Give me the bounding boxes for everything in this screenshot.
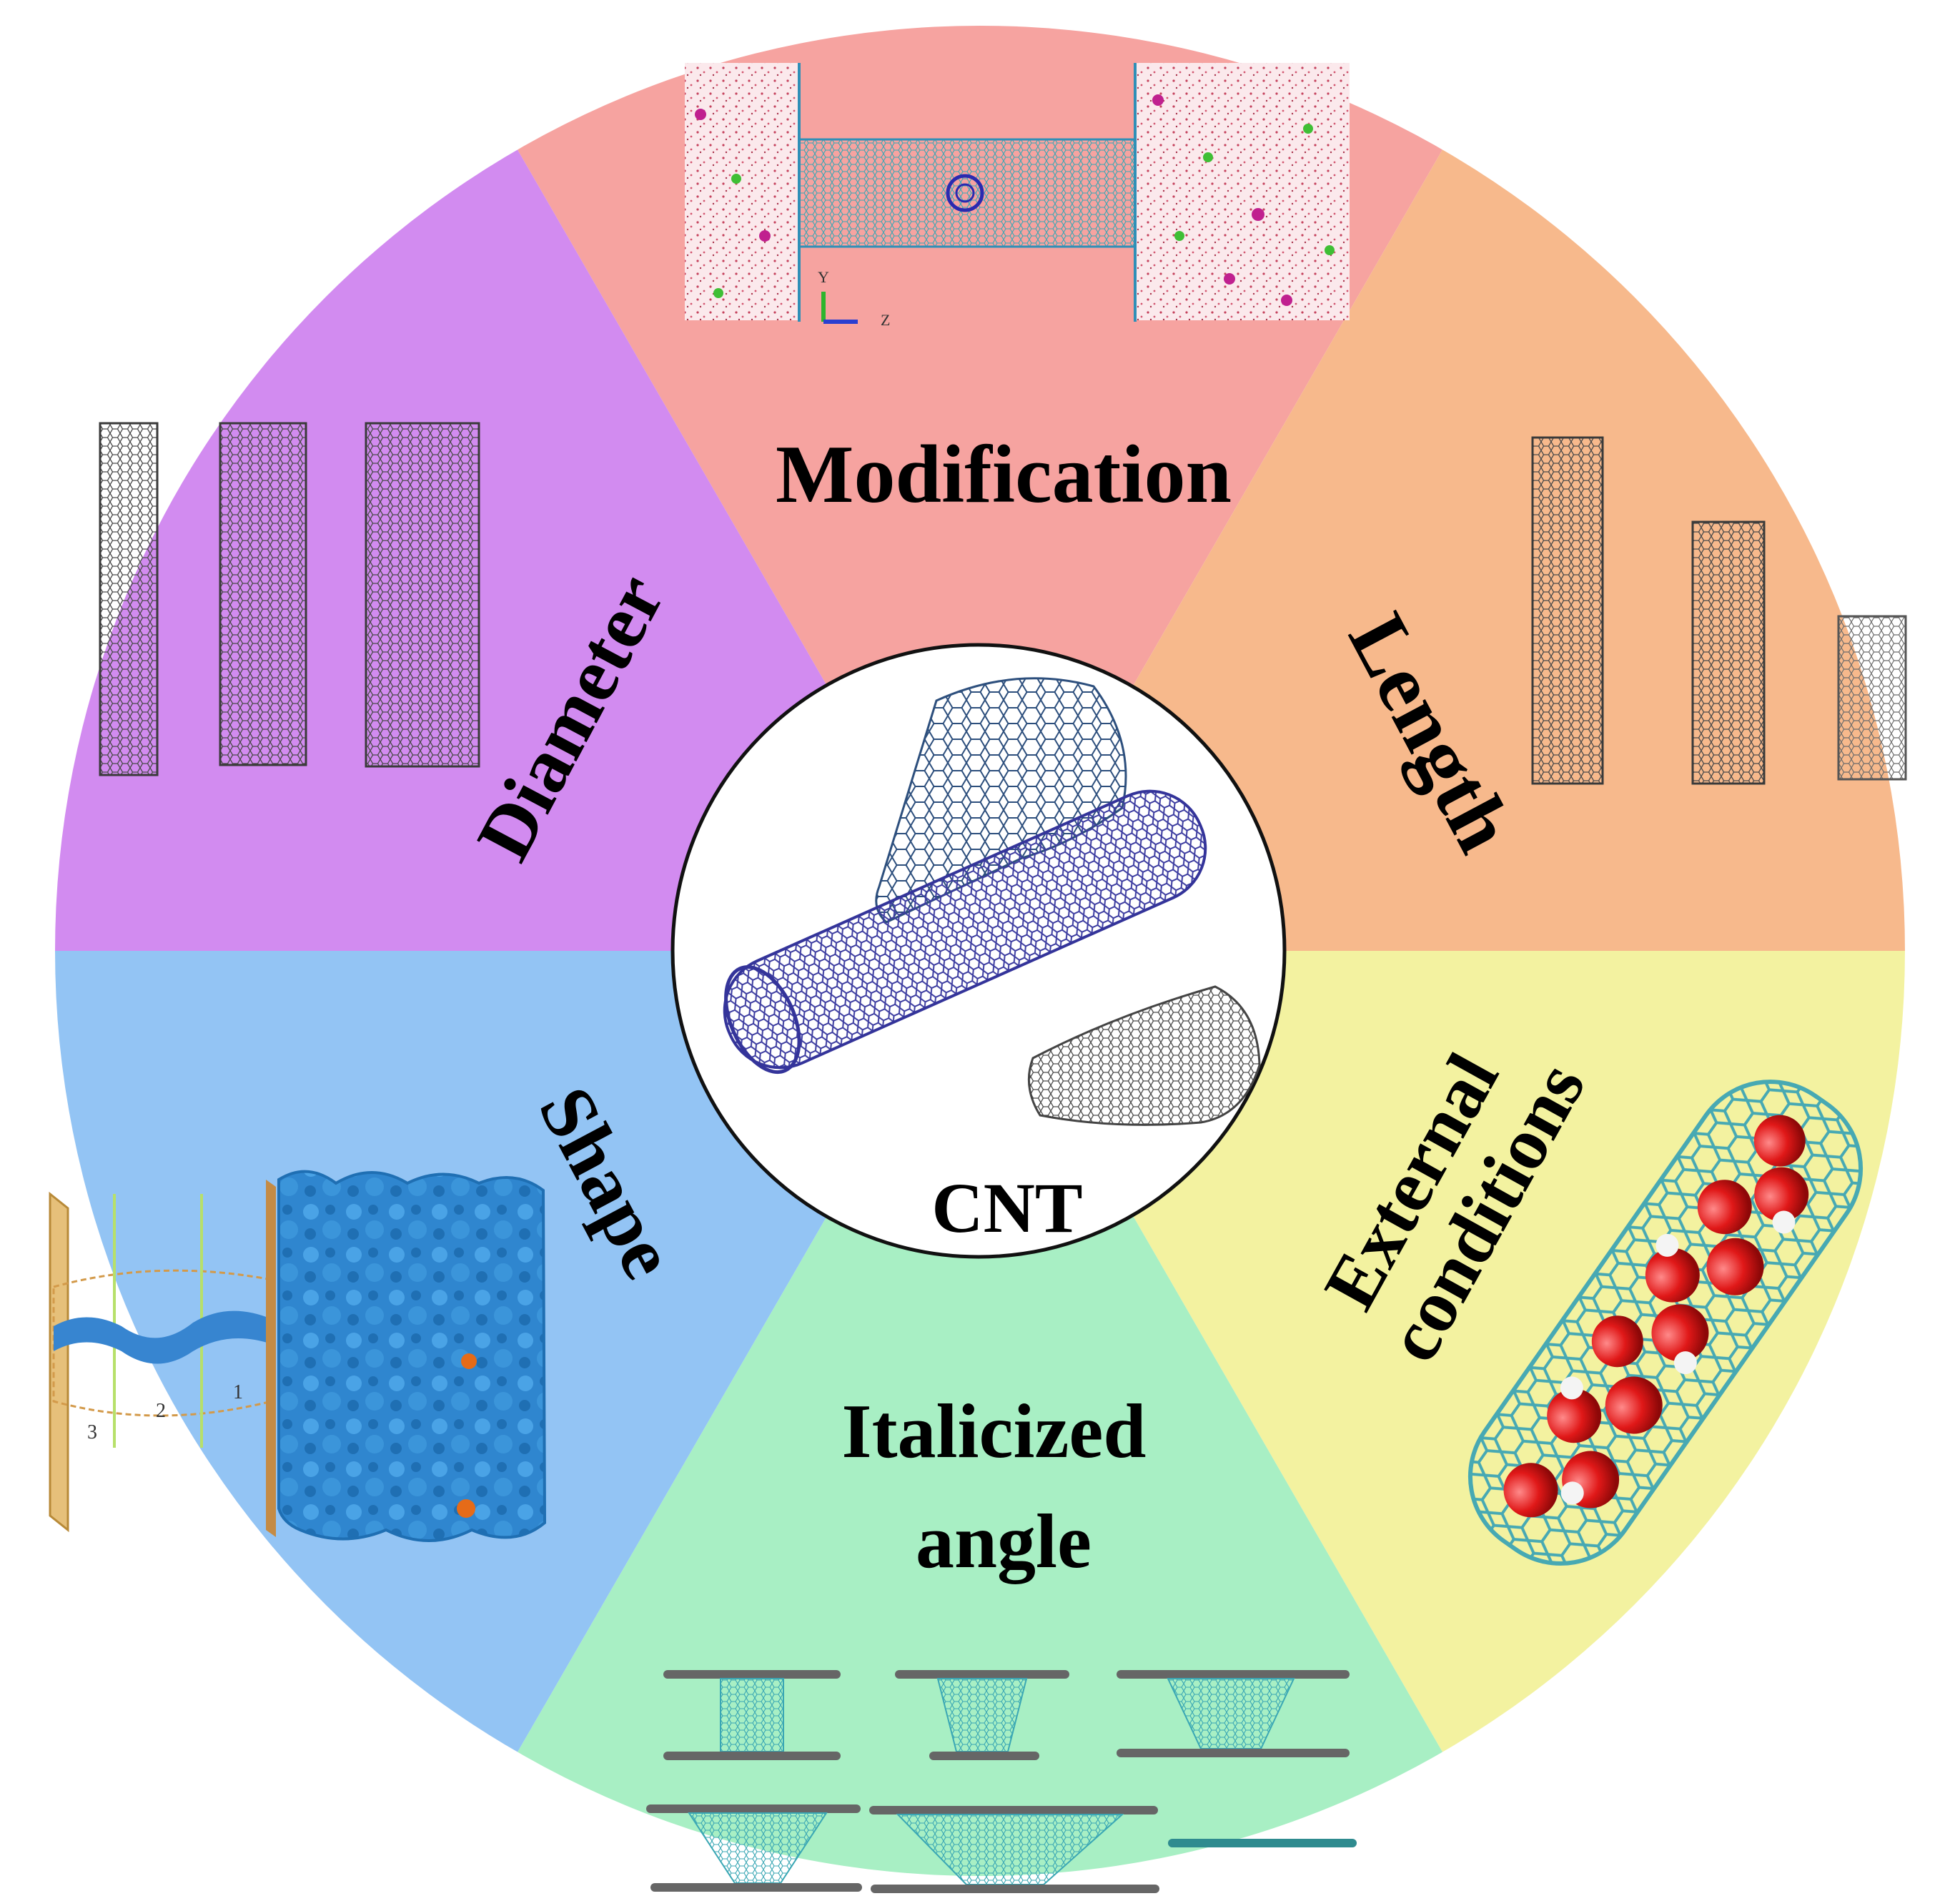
segment-label-modification: Modification — [776, 429, 1232, 520]
angle-line-1: Italicized — [842, 1389, 1147, 1474]
shape-illustration: 3 2 1 — [49, 1170, 547, 1542]
axis-z-label: Z — [881, 311, 890, 329]
region-1-label: 1 — [233, 1381, 243, 1403]
cnt-cone-gray — [1027, 985, 1261, 1126]
region-3-label: 3 — [87, 1421, 97, 1443]
water-molecules — [1503, 1115, 1809, 1518]
angle-line-2: angle — [916, 1499, 1092, 1584]
ion-particles — [695, 94, 1335, 306]
modification-illustration: Y Z — [685, 63, 1350, 329]
axis-y-label: Y — [818, 268, 829, 286]
region-2-label: 2 — [156, 1400, 166, 1422]
axis-triad: Y Z — [818, 268, 890, 329]
segment-label-italicized-angle: Italicized angle — [842, 1389, 1166, 1584]
cnt-tube-blue — [723, 789, 1207, 1075]
italicized-angle-illustration — [646, 1670, 1357, 1893]
length-illustration — [1531, 436, 1907, 785]
center-cnt-circle: CNT — [670, 643, 1287, 1259]
diameter-illustration — [99, 422, 480, 776]
external-conditions-illustration — [1467, 1080, 1864, 1566]
center-label: CNT — [931, 1168, 1082, 1248]
